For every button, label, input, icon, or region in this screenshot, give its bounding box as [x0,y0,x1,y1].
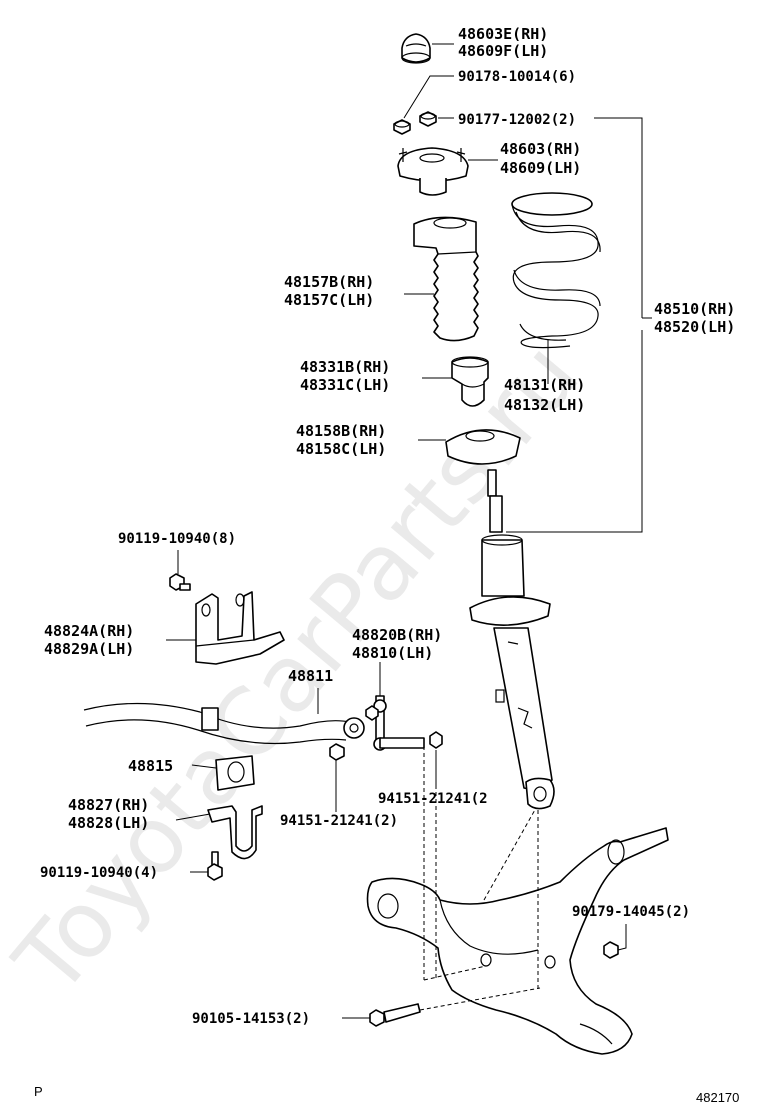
label-bolt-arm: 90105-14153(2) [192,1011,310,1027]
label-insulator-cap-rh: 48603E(RH) [458,25,548,43]
insulator-cap-part [401,33,431,64]
label-stabilizer-bar: 48811 [288,667,333,685]
bracket-bolt-part [169,573,191,591]
label-insulator-cap-lh: 48609F(LH) [458,42,548,60]
label-bolt-clamp: 90119-10940(4) [40,865,158,881]
label-boot-lh: 48157C(LH) [284,291,374,309]
label-link-lh: 48810(LH) [352,644,433,662]
assembly-dash-lines [419,746,541,1011]
lower-arm-part [366,827,669,1055]
stabilizer-bracket-part [195,591,285,665]
label-nut-link-right: 94151-21241(2 [378,791,488,807]
label-bracket-rh: 48824A(RH) [44,622,134,640]
label-spring-rh: 48131(RH) [504,376,585,394]
label-nut-link-left: 94151-21241(2) [280,813,398,829]
diagram-code: 482170 [696,1090,739,1105]
label-bushing: 48815 [128,757,173,775]
leader-lines [166,43,652,1019]
stabilizer-bushing-part [215,755,255,791]
label-seat-lh: 48158C(LH) [296,440,386,458]
corner-mark-left: P [34,1084,43,1099]
bushing-clamp-part [207,805,263,860]
bellows-boot-part [413,216,479,342]
label-seat-rh: 48158B(RH) [296,422,386,440]
label-nut-support: 90177-12002(2) [458,112,576,128]
clamp-bolt-part [207,851,223,881]
label-clamp-lh: 48828(LH) [68,814,149,832]
label-nut-upper: 90178-10014(6) [458,69,576,85]
label-boot-rh: 48157B(RH) [284,273,374,291]
label-bumper-rh: 48331B(RH) [300,358,390,376]
label-assy-rh: 48510(RH) [654,300,735,318]
label-bolt-bracket: 90119-10940(8) [118,531,236,547]
link-nut-left-part [329,743,345,761]
label-clamp-rh: 48827(RH) [68,796,149,814]
part-labels: 48603E(RH) 48609F(LH) 90178-10014(6) 901… [40,25,735,1027]
label-bracket-lh: 48829A(LH) [44,640,134,658]
shock-absorber-part [469,469,555,810]
label-bumper-lh: 48331C(LH) [300,376,390,394]
upper-nut-part [393,119,411,135]
stabilizer-link-part [365,695,443,751]
label-support-rh: 48603(RH) [500,140,581,158]
support-nut-part [419,111,437,127]
label-spring-lh: 48132(LH) [504,396,585,414]
spring-seat-part [445,429,521,465]
label-support-lh: 48609(LH) [500,159,581,177]
coil-spring-part [511,192,601,349]
arm-nut-part [603,941,619,959]
bump-stopper-part [451,356,489,407]
label-assy-lh: 48520(LH) [654,318,735,336]
suspension-support-part [397,147,469,196]
stabilizer-bar-part [83,702,365,745]
label-nut-arm: 90179-14045(2) [572,904,690,920]
label-link-rh: 48820B(RH) [352,626,442,644]
arm-bolt-part [369,1003,421,1027]
